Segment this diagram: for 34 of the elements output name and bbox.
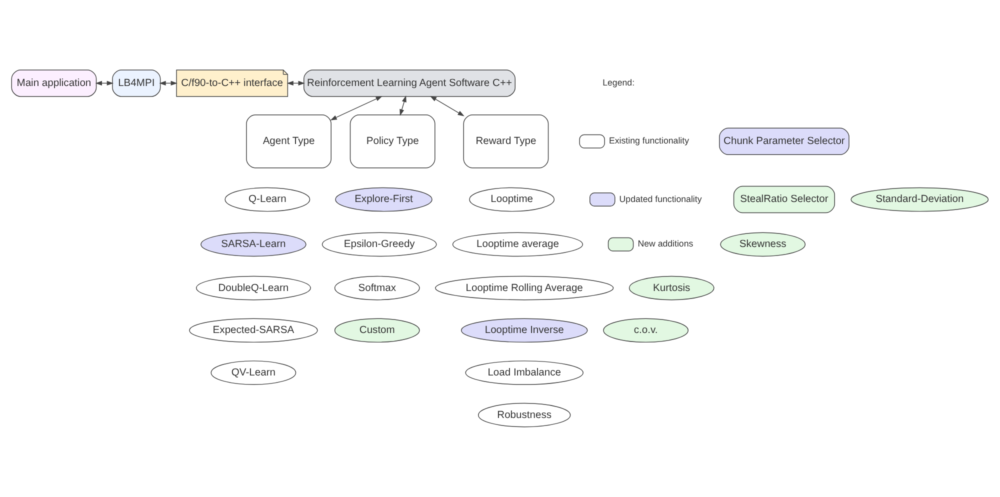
node-box: Agent Type [246, 114, 332, 168]
node-ellipse: Q-Learn [224, 187, 310, 212]
node-ellipse: Explore-First [335, 187, 432, 212]
node-box: LB4MPI [112, 70, 161, 97]
node-ellipse: Kurtosis [628, 276, 714, 300]
node-box: Chunk Parameter Selector [719, 128, 850, 155]
arrow [330, 96, 382, 120]
node-box: Policy Type [350, 114, 436, 168]
node-ellipse: Looptime [469, 187, 555, 212]
legend-label: Existing functionality [609, 136, 689, 146]
node-ellipse: Looptime Rolling Average [435, 276, 614, 300]
node-box: Main application [11, 70, 97, 97]
node-ellipse: Load Imbalance [465, 360, 584, 385]
node-ellipse: SARSA-Learn [200, 232, 306, 257]
arrow [400, 95, 406, 116]
label: Legend: [602, 77, 635, 88]
legend-label: New additions [638, 238, 694, 249]
node-box: Reinforcement Learning Agent Software C++ [304, 70, 516, 97]
node-ellipse: Epsilon-Greedy [322, 232, 437, 257]
node-ellipse: QV-Learn [210, 360, 296, 385]
node-ellipse: DoubleQ-Learn [196, 276, 311, 300]
node-box: Reward Type [463, 114, 549, 168]
node-box: StealRatio Selector [733, 186, 835, 214]
node-ellipse: Looptime average [452, 232, 584, 257]
legend-label: Updated functionality [619, 194, 702, 204]
arrow [430, 96, 464, 116]
node-ellipse: Skewness [720, 232, 806, 257]
node-ellipse: Robustness [478, 402, 571, 428]
node-ellipse: c.o.v. [603, 318, 689, 343]
node-ellipse: Looptime Inverse [460, 318, 588, 343]
node-ellipse: Expected-SARSA [189, 318, 318, 343]
node-ellipse: Softmax [334, 276, 420, 300]
node-ellipse: Standard-Deviation [850, 187, 989, 212]
node-ellipse: Custom [334, 318, 420, 343]
